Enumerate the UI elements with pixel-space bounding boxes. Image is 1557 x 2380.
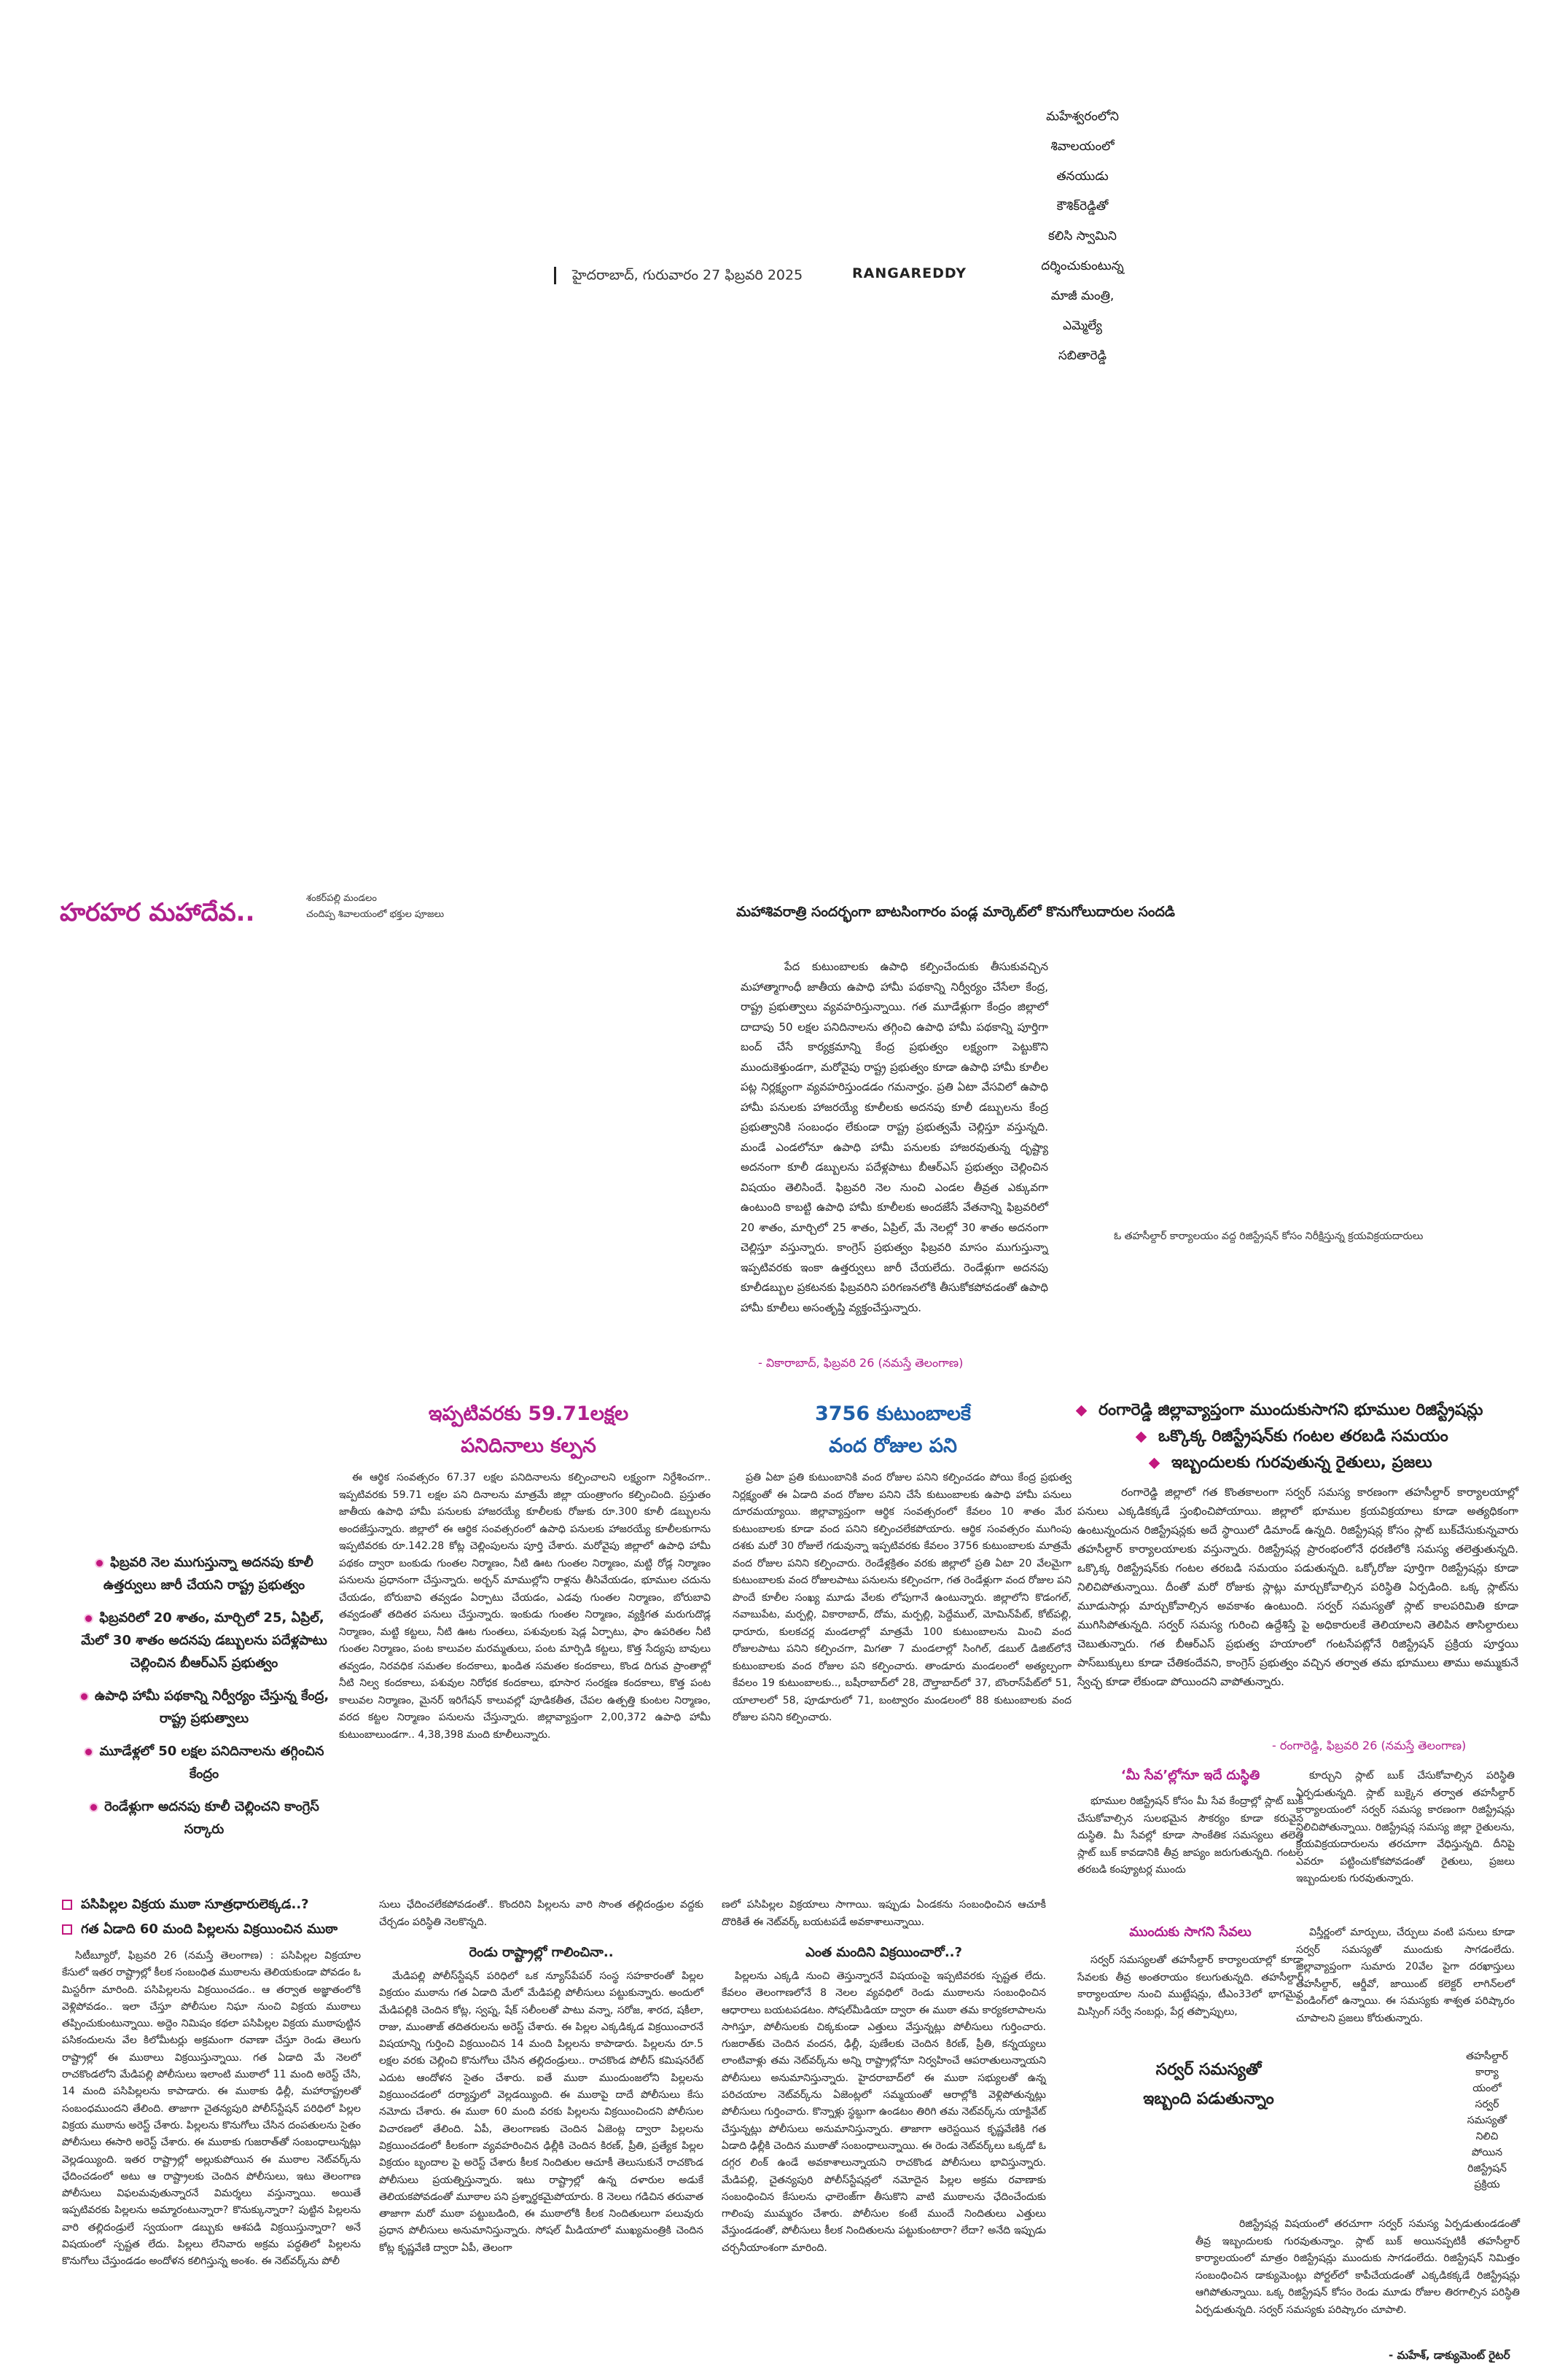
bullet-dot-icon [95,1558,105,1568]
work-days-article: ఈ ఆర్థిక సంవత్సరం 67.37 లక్షల పనిదినాలను… [339,1472,711,1741]
head-text: గత ఏడాది 60 మంది పిల్లలను విక్రయించిన ము… [81,1921,338,1937]
bullet-text: ఒక్కొక్క రిజిస్ట్రేషన్‌కు గంటల తరబడి సమయ… [1158,1427,1448,1445]
caption-line: ప్రక్రియ [1474,2179,1500,2190]
square-bullet-icon [62,1924,72,1935]
registration-bullet-3: ఇబ్బందులకు గురవుతున్న రైతులు, ప్రజలు [1148,1454,1432,1475]
caption-line: కార్యా [1475,2067,1499,2078]
highlight-item: మూడేళ్లలో 50 లక్షల పనిదినాలను తగ్గించిన … [73,1740,335,1785]
caption-line: కలిసి స్వామిని [1048,229,1117,243]
dateline-text: హైదరాబాద్‌, గురువారం 27 ఫిబ్రవరి 2025 [572,267,803,284]
server-quote-text: రిజిస్ట్రేషన్ల విషయంలో తరచూగా సర్వర్‌ సమ… [1195,2218,1520,2316]
highlight-text: రెండేళ్లుగా అదనపు కూలీ చెల్లించని కాంగ్ర… [104,1799,319,1837]
hundred-days-article: ప్రతి ఏటా ప్రతి కుటుంబానికి వంద రోజుల పన… [733,1472,1072,1723]
highlight-item: ఉపాధి హామీ పథకాన్ని నిర్వీర్యం చేస్తున్న… [73,1685,335,1730]
main-story-credit: - వికారాబాద్‌, ఫిబ్రవరి 26 (నమస్తే తెలంగ… [758,1356,964,1370]
bullet-dot-icon [79,1691,89,1701]
highlight-text: ఫిబ్రవరి నెల ముగుస్తున్నా అదనపు కూలీ ఉత్… [103,1555,313,1593]
highlight-item: ఫిబ్రవరిలో 20 శాతం, మార్చిలో 25, ఏప్రిల్… [73,1607,335,1674]
registration-article: రంగారెడ్డి జిల్లాలో గత కొంతకాలంగా సర్వర్… [1077,1486,1518,1688]
registration-credit: - రంగారెడ్డి, ఫిబ్రవరి 26 (నమస్తే తెలంగా… [1272,1739,1467,1752]
bullet-dot-icon [84,1747,94,1757]
headline-hundred-days: 3756 కుటుంబాలకే వంద రోజుల పని [722,1398,1064,1462]
caption-line: సమస్యతో [1467,2115,1507,2126]
main-story-body: పేద కుటుంబాలకు ఉపాధి కల్పించేందుకు తీసుక… [741,957,1048,1318]
services-text: సర్వర్‌ సమస్యలతో తహసీల్దార్‌ కార్యాలయాల్… [1077,1954,1303,2018]
trafficking-column-3-top: ణలో పసిపిల్లల విక్రయాలు సాగాయి. ఇప్పుడు … [722,1899,1046,1928]
festival-sub-line: శంకర్‌పల్లి మండలం [306,893,377,904]
bullet-text: రంగారెడ్డి జిల్లావ్యాప్తంగా ముందుకుసాగని… [1099,1401,1483,1419]
festival-headline: హరహర మహాదేవ.. [60,898,255,927]
trafficking-column-2-heading: రెండు రాష్ట్రాల్లో గాలించినా.. [469,1945,614,1960]
mee-seva-continued: కూర్చుని స్లాట్‌ బుక్‌ చేసుకోవాల్సిన పరి… [1296,1770,1515,1884]
mee-seva-heading: ‘మీ సేవ’ల్లోనూ ఇదే దుస్థితి [1120,1768,1260,1783]
market-banner: మహాశివరాత్రి సందర్భంగా బాటసింగారం పండ్ల … [736,904,1175,920]
square-bullet-icon [62,1900,72,1910]
festival-subcaption: శంకర్‌పల్లి మండలం చందిప్ప శివాలయంలో భక్త… [306,891,444,923]
trafficking-head-2: గత ఏడాది 60 మంది పిల్లలను విక్రయించిన ము… [62,1921,337,1940]
caption-line: యంలో [1472,2083,1502,2094]
caption-line: దర్శించుకుంటున్న [1041,259,1124,273]
diamond-bullet-icon [1135,1431,1147,1443]
caption-line: రిజిస్ట్రేషన్‌ [1467,2163,1507,2174]
dateline: హైదరాబాద్‌, గురువారం 27 ఫిబ్రవరి 2025 [554,267,803,287]
trafficking-column-3: పిల్లలను ఎక్కడి నుంచి తెస్తున్నారనే విషయ… [722,1970,1046,2254]
headline-line: వంద రోజుల పని [829,1435,957,1457]
bullet-text: ఇబ్బందులకు గురవుతున్న రైతులు, ప్రజలు [1171,1454,1432,1472]
festival-sub-line: చందిప్ప శివాలయంలో భక్తుల పూజలు [306,909,445,920]
server-quote-credit: - మహేశ్‌, డాక్యుమెంట్‌ రైటర్‌ [1389,2349,1510,2362]
caption-line: సర్వర్‌ [1475,2099,1499,2110]
mee-seva-text: భూముల రిజిస్ట్రేషన్‌ కోసం మీ సేవ కేంద్రా… [1077,1795,1303,1876]
server-heading-line: సర్వర్‌ సమస్యతో [1155,2061,1262,2079]
server-heading-line: ఇబ్బంది పడుతున్నాం [1143,2090,1274,2108]
diamond-bullet-icon [1075,1405,1088,1416]
caption-line: తహసీల్దార్‌ [1466,2051,1508,2062]
headline-line: 3756 కుటుంబాలకే [814,1402,972,1425]
highlight-text: ఫిబ్రవరిలో 20 శాతం, మార్చిలో 25, ఏప్రిల్… [81,1610,327,1671]
top-photo-caption: మహేశ్వరంలోని శివాలయంలో తనయుడు కౌశిక్‌రెడ… [1024,102,1141,371]
caption-line: ఎమ్మెల్యే [1063,319,1102,333]
caption-line: మాజీ మంత్రి, [1050,289,1115,303]
caption-line: శివాలయంలో [1050,139,1115,154]
registration-bullet-2: ఒక్కొక్క రిజిస్ట్రేషన్‌కు గంటల తరబడి సమయ… [1135,1427,1448,1449]
headline-work-days: ఇప్పటివరకు 59.71లక్షల పనిదినాలు కల్పన [357,1398,700,1462]
dateline-bar [554,267,556,284]
caption-line: కౌశిక్‌రెడ్డితో [1056,199,1109,214]
caption-line: తనయుడు [1056,169,1109,184]
services-heading: ముందుకు సాగని సేవలు [1129,1924,1252,1940]
caption-line: నిలిచి [1475,2131,1499,2142]
trafficking-column-2-top: సులు ఛేదించలేకపోవడంతో.. కొందరిని పిల్లలన… [379,1899,703,1928]
bullet-dot-icon [84,1613,94,1623]
caption-line: మహేశ్వరంలోని [1046,109,1119,124]
headline-line: పనిదినాలు కల్పన [461,1435,596,1457]
server-photo-caption: తహసీల్దార్‌ కార్యా యంలో సర్వర్‌ సమస్యతో … [1451,2048,1523,2193]
district-name: RANGAREDDY [852,265,967,281]
highlight-item: రెండేళ్లుగా అదనపు కూలీ చెల్లించని కాంగ్ర… [73,1795,335,1841]
diamond-bullet-icon [1148,1457,1160,1469]
caption-line: పోయిన [1471,2147,1503,2158]
trafficking-column-2: మేడిపల్లి పోలీస్‌స్టేషన్‌ పరిధిలో ఒక న్య… [379,1970,703,2254]
trafficking-column-3-heading: ఎంత మందిని విక్రయించారో..? [805,1945,962,1960]
highlight-text: మూడేళ్లలో 50 లక్షల పనిదినాలను తగ్గించిన … [99,1744,324,1782]
main-story-paragraph: పేద కుటుంబాలకు ఉపాధి కల్పించేందుకు తీసుక… [741,960,1048,1314]
highlight-item: ఫిబ్రవరి నెల ముగుస్తున్నా అదనపు కూలీ ఉత్… [73,1551,335,1596]
server-problem-heading: సర్వర్‌ సమస్యతో ఇబ్బంది పడుతున్నాం [1077,2056,1340,2114]
services-continued: విస్తీర్ణంలో మార్పులు, చేర్పులు వంటి పను… [1296,1927,1515,2024]
headline-line: ఇప్పటివరకు 59.71లక్షల [428,1402,629,1425]
bullet-dot-icon [89,1802,99,1812]
caption-line: సబితారెడ్డి [1058,348,1107,363]
highlights-box: ఫిబ్రవరి నెల ముగుస్తున్నా అదనపు కూలీ ఉత్… [73,1551,335,1841]
registration-photo-caption: ఓ తహసీల్దార్‌ కార్యాలయం వద్ద రిజిస్ట్రేష… [1114,1230,1424,1242]
highlight-text: ఉపాధి హామీ పథకాన్ని నిర్వీర్యం చేస్తున్న… [94,1688,329,1726]
registration-bullet-1: రంగారెడ్డి జిల్లావ్యాప్తంగా ముందుకుసాగని… [1075,1401,1483,1423]
trafficking-head-1: పసిపిల్లల విక్రయ ముఠా సూత్రధారులెక్కడ..? [62,1897,309,1915]
trafficking-column-1: సిటీబ్యూరో, ఫిబ్రవరి 26 (నమస్తే తెలంగాణ)… [62,1950,361,2268]
head-text: పసిపిల్లల విక్రయ ముఠా సూత్రధారులెక్కడ..? [81,1897,309,1912]
